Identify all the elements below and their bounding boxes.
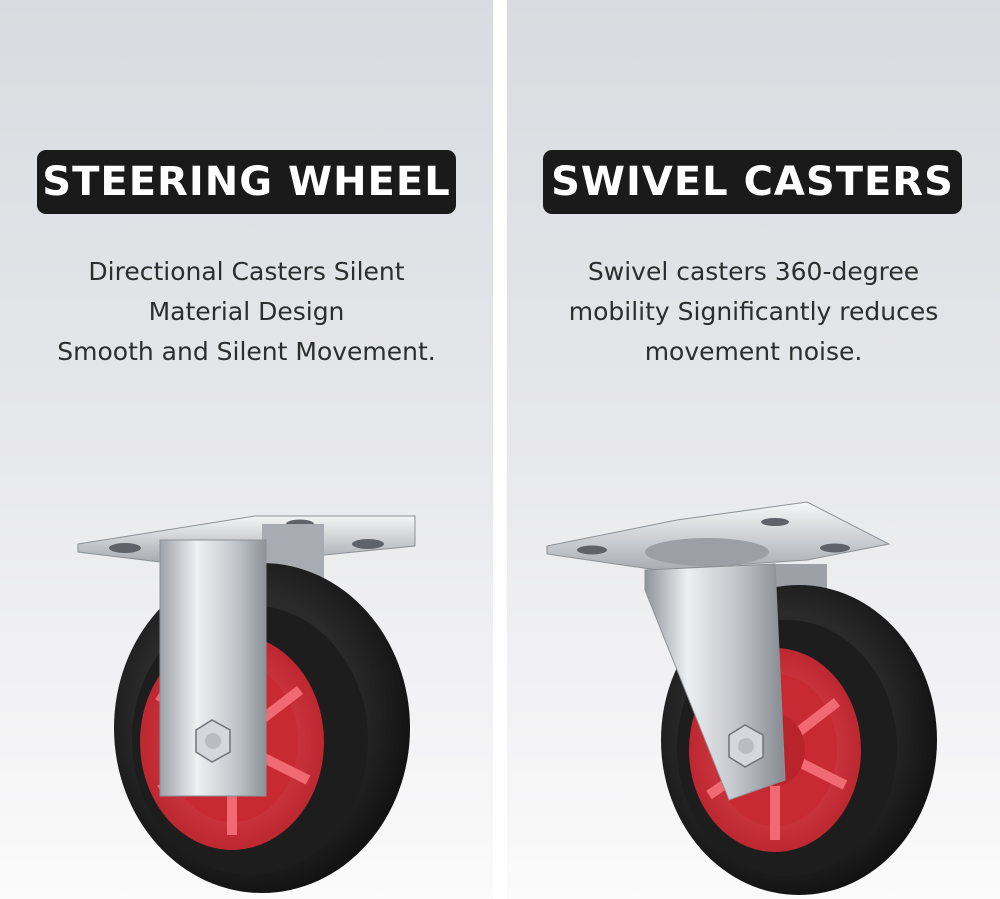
panel-divider: [493, 0, 507, 899]
swivel-casters-title: SWIVEL CASTERS: [543, 150, 962, 214]
steering-wheel-panel: STEERING WHEEL Directional Casters Silen…: [0, 0, 493, 899]
swivel-casters-description: Swivel casters 360-degree mobility Signi…: [507, 252, 1000, 372]
swivel-caster-wheel-icon: [546, 501, 937, 895]
description-line: Swivel casters 360-degree: [587, 257, 920, 286]
description-line: mobility Significantly reduces: [568, 297, 939, 326]
steering-wheel-title: STEERING WHEEL: [37, 150, 456, 214]
swivel-casters-panel: SWIVEL CASTERS Swivel casters 360-degree…: [507, 0, 1000, 899]
description-line: Smooth and Silent Movement.: [57, 337, 436, 366]
description-line: Material Design: [148, 297, 345, 326]
description-line: movement noise.: [644, 337, 863, 366]
description-line: Directional Casters Silent: [88, 257, 405, 286]
steering-wheel-description: Directional Casters Silent Material Desi…: [0, 252, 493, 372]
fixed-caster-wheel-icon: [77, 515, 416, 893]
